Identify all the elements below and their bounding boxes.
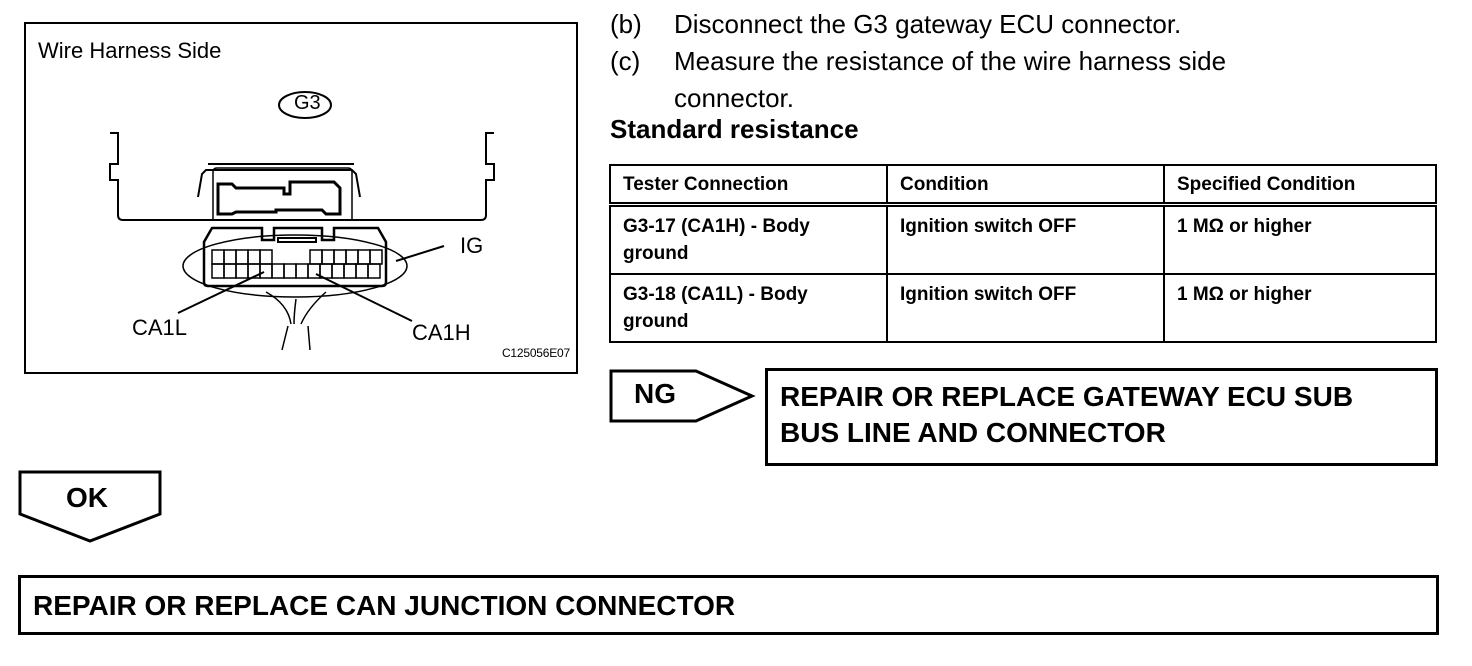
header-specified-condition: Specified Condition [1163,164,1437,206]
pin-cell [247,249,261,265]
pin-cell [259,249,273,265]
pin-cell [357,249,371,265]
connector-diagram: Wire Harness Side G3 IG CA1L CA1H C12505… [24,22,578,374]
pin-cell [271,263,285,279]
step-text-line-2: connector. [674,83,794,113]
step-tag: (c) [610,46,641,76]
ok-result-box: REPAIR OR REPLACE CAN JUNCTION CONNECTOR [18,575,1439,635]
pin-cell [369,249,383,265]
pin-cell [211,249,225,265]
pin-cell [283,263,297,279]
ok-label: OK [66,482,108,513]
step-b: (b) Disconnect the G3 gateway ECU connec… [610,6,1410,42]
pin-cell [235,263,249,279]
cell-specified: 1 MΩ or higher [1163,203,1437,275]
pin-cell [223,263,237,279]
connection-line-2: ground [623,243,689,264]
step-tag: (b) [610,9,642,39]
ca1h-terminal-label: CA1H [412,320,471,345]
standard-resistance-title: Standard resistance [610,114,859,144]
pin-cell [345,249,359,265]
cell-condition: Ignition switch OFF [886,203,1165,275]
table-row: G3-18 (CA1L) - Body ground Ignition swit… [609,273,1437,343]
connection-line-2: ground [623,311,689,332]
connection-line-1: G3-17 (CA1H) - Body [623,216,810,237]
cell-condition: Ignition switch OFF [886,273,1165,343]
connection-line-1: G3-18 (CA1L) - Body [623,284,808,305]
pin-cell [235,249,249,265]
pin-cell [309,249,323,265]
cell-specified: 1 MΩ or higher [1163,273,1437,343]
ca1l-leader [177,271,265,314]
pin-grid [211,249,383,279]
ecu-connector-lip [197,169,361,198]
pin-cell [259,263,273,279]
pin-cell [295,263,309,279]
ecu-connector-body [212,167,353,220]
header-condition: Condition [886,164,1165,206]
connector-id-oval [278,91,332,119]
pin-cell [355,263,369,279]
pin-cell [367,263,381,279]
ok-result-text: REPAIR OR REPLACE CAN JUNCTION CONNECTOR [33,590,736,621]
figure-title: Wire Harness Side [38,38,222,63]
pin-cell [331,263,345,279]
step-text: Disconnect the G3 gateway ECU connector. [674,9,1182,39]
table-row: G3-17 (CA1H) - Body ground Ignition swit… [609,203,1437,275]
step-c: (c) Measure the resistance of the wire h… [610,43,1410,115]
ca1h-leader [315,273,413,322]
figure-code: C125056E07 [501,346,570,360]
ng-result-box: REPAIR OR REPLACE GATEWAY ECU SUB BUS LI… [765,368,1438,466]
pin-cell [343,263,357,279]
pin-cell [321,249,335,265]
standard-resistance-table: Tester Connection Condition Specified Co… [609,164,1437,343]
ng-arrow-icon [609,369,756,423]
highlight-ellipse [182,234,408,298]
pin-cell [211,263,225,279]
header-tester-connection: Tester Connection [609,164,888,206]
ca1l-terminal-label: CA1L [132,315,188,340]
ecu-housing [109,132,495,221]
connector-illustration [109,91,495,351]
cell-connection: G3-18 (CA1L) - Body ground [609,273,888,343]
ng-result-line-1: REPAIR OR REPLACE GATEWAY ECU SUB [780,381,1354,412]
pin-cell [223,249,237,265]
wire-bundle [265,291,327,351]
table-header-row: Tester Connection Condition Specified Co… [609,164,1437,206]
ng-result-line-2: BUS LINE AND CONNECTOR [780,417,1166,448]
ok-arrow-icon [18,470,162,543]
connector-id-label: G3 [294,92,321,114]
ig-terminal-label: IG [460,233,484,258]
ng-label: NG [634,378,676,409]
pin-cell [333,249,347,265]
step-text-line-1: Measure the resistance of the wire harne… [674,46,1227,76]
cell-connection: G3-17 (CA1H) - Body ground [609,203,888,275]
ig-leader [395,245,445,262]
